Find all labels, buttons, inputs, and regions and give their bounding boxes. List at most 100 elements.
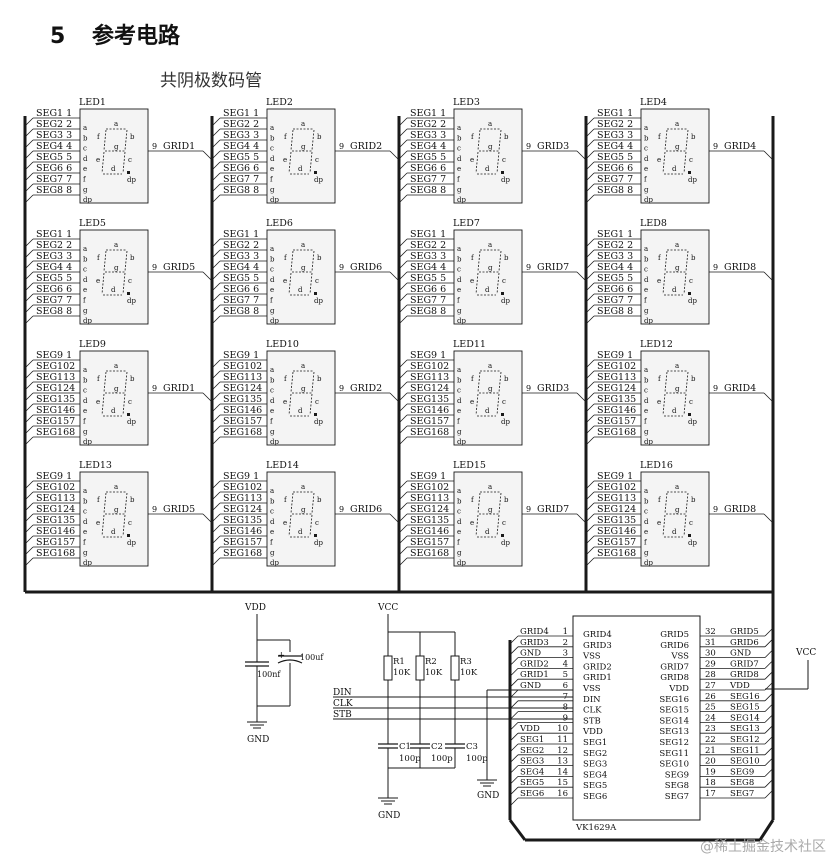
ic-bus-entry (764, 627, 774, 637)
segment-letter: b (270, 134, 275, 142)
grid-pin-number: 9 (713, 505, 718, 514)
pin-label: SEG4 4 (36, 141, 72, 152)
led-name: LED2 (266, 97, 293, 108)
segment-letter: f (83, 539, 87, 547)
segment-letter: e (270, 407, 274, 415)
led-name: LED4 (640, 97, 667, 108)
grid-label: GRID3 (537, 383, 569, 394)
led-name: LED1 (79, 97, 106, 108)
pin-label: SEG102 (410, 482, 449, 493)
digit-dp-dot (314, 413, 317, 416)
segment-letter: dp (644, 317, 653, 325)
ic-left-pin-number: 15 (557, 778, 568, 788)
pin-label: SEG6 6 (597, 284, 633, 295)
led-box (453, 350, 523, 446)
pin-label: SEG5 5 (36, 273, 72, 284)
pin-label: SEG135 (223, 515, 262, 526)
segment-letter: f (644, 297, 648, 305)
ic-bus-entry (764, 703, 774, 712)
segment-letter: e (270, 528, 274, 536)
ic-bus-entry (764, 724, 774, 734)
segment-letter: d (644, 397, 649, 405)
gnd-label: GND (477, 791, 499, 801)
led-name: LED9 (79, 339, 106, 350)
segment-letter: c (457, 508, 461, 516)
ic-left-pin-name: VSS (582, 684, 601, 694)
digit-dp-dot (314, 534, 317, 537)
digit-label: d (111, 528, 116, 536)
gnd-label: GND (247, 735, 269, 745)
led-module: SEG9 1SEG102SEG113SEG124SEG135SEG146SEG1… (24, 339, 212, 446)
ic-right-pin-number: 21 (705, 746, 716, 756)
ic-left-pin-name: GRID1 (583, 673, 612, 683)
ic-right-pin-name: GRID6 (660, 641, 689, 651)
ic-right-pin-name: VSS (670, 652, 689, 662)
digit-label: c (128, 277, 132, 285)
digit-label: a (675, 241, 679, 249)
digit-label: d (485, 286, 490, 294)
digit-dp-dot (688, 171, 691, 174)
digit-label: a (488, 241, 492, 249)
grid-bus-entry (202, 513, 212, 523)
digit-label: g (301, 264, 306, 272)
digit-seg-e (288, 393, 292, 416)
ic-left-net: GRID3 (520, 638, 549, 648)
segment-letter: e (83, 165, 87, 173)
digit-label: d (298, 407, 303, 415)
pin-label: SEG124 (597, 383, 636, 394)
ic-right-net: GRID8 (730, 670, 759, 680)
grid-bus-entry (763, 271, 773, 281)
pin-label: SEG1 1 (597, 108, 633, 119)
pin-label: SEG124 (597, 504, 636, 515)
led-box (79, 108, 149, 204)
pin-label: SEG6 6 (36, 163, 72, 174)
grid-label: GRID7 (537, 262, 569, 273)
segment-letter: e (270, 165, 274, 173)
grid-bus-entry (576, 513, 586, 523)
ic-bus-entry (764, 660, 774, 669)
digit-label: dp (127, 539, 136, 547)
ic-left-pin-number: 11 (557, 735, 568, 745)
digit-dp-dot (688, 413, 691, 416)
grid-pin-number: 9 (713, 263, 718, 272)
ic-right-pin-name: SEG10 (659, 760, 689, 770)
ic-bus-entry (764, 778, 774, 788)
pin-label: SEG157 (223, 537, 262, 548)
digit-label: dp (688, 176, 697, 184)
ic-bottom-bus (758, 819, 775, 841)
ic-right-pin-number: 26 (705, 692, 716, 702)
digit-dp-dot (127, 292, 130, 295)
ic-bus-entry (764, 649, 774, 658)
ic-left-bus (508, 819, 527, 841)
digit-label: f (658, 133, 662, 141)
digit-dp-dot (314, 171, 317, 174)
ic-left-net: SEG3 (520, 757, 544, 767)
segment-letter: dp (83, 559, 92, 567)
digit-label: d (672, 165, 677, 173)
digit-seg-c (683, 272, 687, 295)
pin-label: SEG1 1 (597, 229, 633, 240)
segment-letter: f (457, 176, 461, 184)
grid-pin-number: 9 (526, 384, 531, 393)
digit-label: dp (501, 176, 510, 184)
pin-label: SEG146 (36, 526, 75, 537)
pin-label: SEG7 7 (410, 174, 446, 185)
digit-label: c (315, 519, 319, 527)
digit-seg-e (101, 514, 105, 537)
segment-letter: c (83, 266, 87, 274)
pin-label: SEG168 (410, 548, 449, 559)
digit-label: f (284, 375, 288, 383)
pin-label: SEG113 (36, 493, 75, 504)
ic-left-net: SEG1 (520, 735, 544, 745)
segment-letter: a (644, 366, 648, 374)
digit-label: e (283, 156, 287, 164)
ic-left-net: SEG5 (520, 778, 544, 788)
digit-seg-e (288, 272, 292, 295)
digit-label: c (689, 277, 693, 285)
pin-label: SEG146 (410, 526, 449, 537)
segment-letter: e (644, 286, 648, 294)
pin-label: SEG102 (597, 482, 636, 493)
grid-bus-entry (202, 150, 212, 160)
